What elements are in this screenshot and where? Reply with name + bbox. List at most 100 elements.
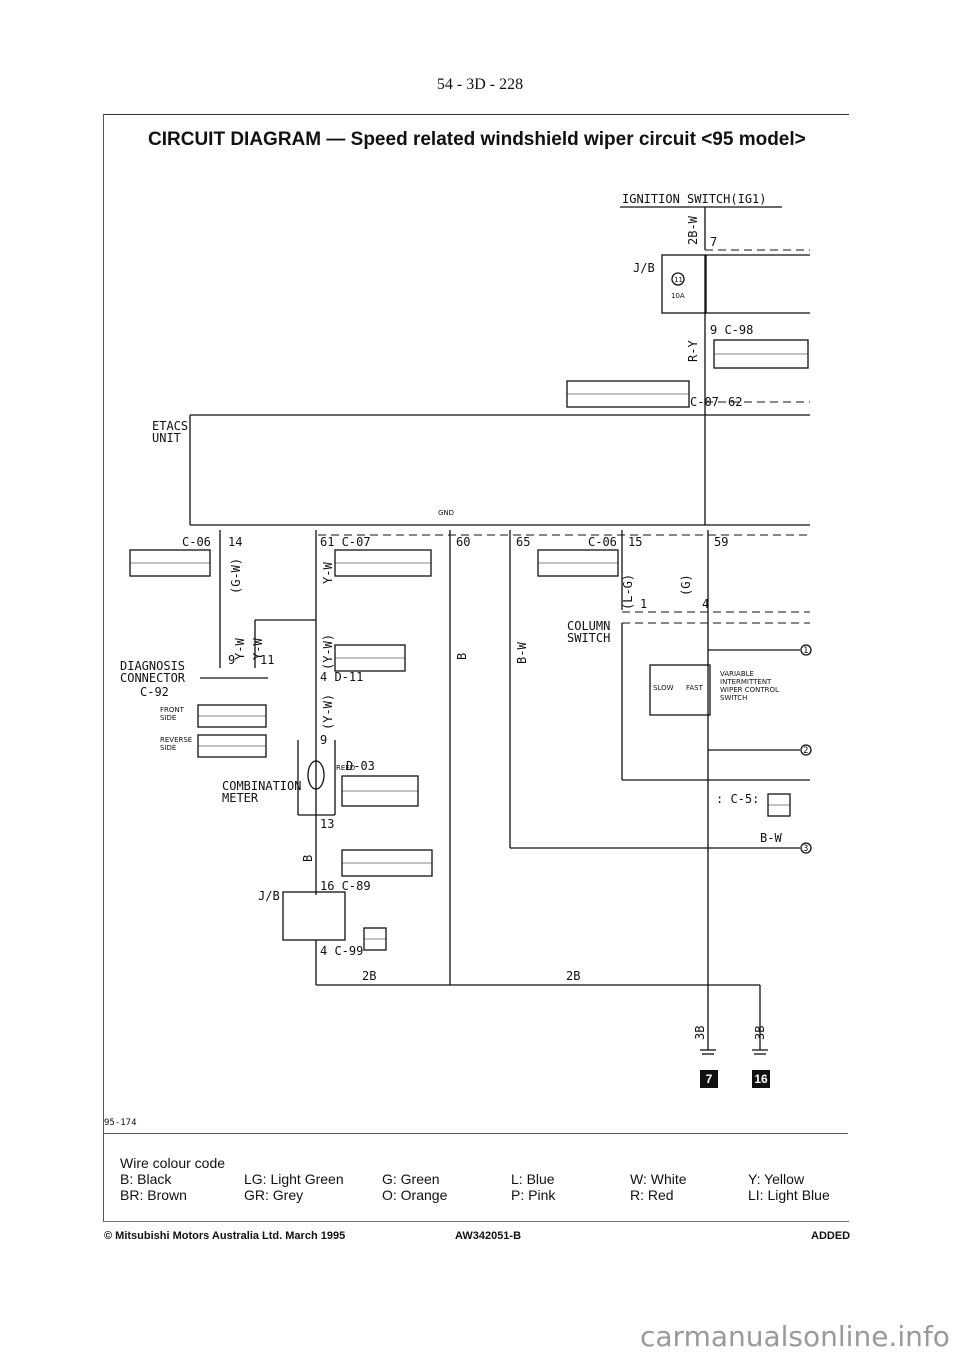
jb-top-label: J/B bbox=[633, 261, 655, 275]
connector-label-c06-left: C-06 bbox=[182, 535, 211, 549]
terminal-2 bbox=[800, 744, 812, 756]
terminal-number-3: 3 bbox=[803, 844, 808, 854]
wire-label-yw: Y-W bbox=[251, 638, 265, 660]
wire-label-2b-a: 2B bbox=[362, 969, 376, 983]
pin-11-diag: 11 bbox=[260, 653, 274, 667]
connector-label-c98: 9 C-98 bbox=[710, 323, 753, 337]
watermark: carmanualsonline.info bbox=[640, 1320, 950, 1353]
column-switch-line2: SWITCH bbox=[567, 631, 610, 645]
pin-9-diag: 9 bbox=[228, 653, 235, 667]
legend-item: LG: Light Green bbox=[244, 1171, 344, 1187]
combination-meter-line1: COMBINATION bbox=[222, 779, 301, 793]
wire-network bbox=[189, 206, 810, 1055]
wire-label-yw-p: (Y-W) bbox=[321, 634, 335, 670]
connector-c99 bbox=[363, 927, 387, 951]
etacs-label-line2: UNIT bbox=[152, 431, 181, 445]
connector-label-c99: 4 C-99 bbox=[320, 944, 363, 958]
page-title: CIRCUIT DIAGRAM — Speed related windshie… bbox=[148, 129, 806, 150]
legend-item: GR: Grey bbox=[244, 1187, 304, 1203]
legend-item: G: Green bbox=[382, 1171, 440, 1187]
diagram-frame bbox=[103, 114, 849, 1222]
wire-label-3b-a: 3B bbox=[693, 1026, 707, 1040]
connector-c92-reverse bbox=[197, 734, 267, 758]
connector-c5 bbox=[767, 793, 791, 817]
pin-65: 65 bbox=[516, 535, 530, 549]
pin-13-meter: 13 bbox=[320, 817, 334, 831]
connector-d03 bbox=[341, 775, 419, 807]
terminal-1 bbox=[800, 644, 812, 656]
footer-copyright: © Mitsubishi Motors Australia Ltd. March… bbox=[104, 1230, 346, 1242]
legend-item: Y: Yellow bbox=[748, 1171, 805, 1187]
terminal-number-2: 2 bbox=[803, 746, 808, 756]
front-side-line1: FRONT bbox=[160, 706, 185, 714]
fuse-number: 11 bbox=[674, 276, 683, 284]
fuse-circle bbox=[671, 272, 685, 286]
front-side-line2: SIDE bbox=[160, 714, 176, 722]
legend-item: LI: Light Blue bbox=[748, 1187, 830, 1203]
diagnosis-label-line1: DIAGNOSIS bbox=[120, 659, 185, 673]
reed-label: REED bbox=[336, 764, 355, 772]
wiper-control-line3: WIPER CONTROL bbox=[720, 686, 779, 694]
legend-item: P: Pink bbox=[511, 1187, 556, 1203]
reverse-side-line2: SIDE bbox=[160, 744, 176, 752]
connector-label-c07-top: C-07 bbox=[690, 395, 719, 409]
connector-label-c06-right: C-06 bbox=[588, 535, 617, 549]
ground-badge-7: 7 bbox=[700, 1070, 718, 1088]
slow-label: SLOW bbox=[653, 684, 674, 692]
wire-label-b-mid: B bbox=[455, 653, 469, 660]
connector-c07-mid bbox=[334, 549, 432, 577]
connector-c06-left bbox=[129, 549, 211, 577]
terminal-3 bbox=[800, 842, 812, 854]
figure-id: 95-174 bbox=[104, 1118, 137, 1128]
pin-4-switch: 4 bbox=[702, 597, 709, 611]
legend-item: R: Red bbox=[630, 1187, 674, 1203]
diagnosis-label-line2: CONNECTOR bbox=[120, 671, 186, 685]
wire-label-yw2: Y-W bbox=[321, 562, 335, 584]
jb-bottom-label: J/B bbox=[258, 889, 280, 903]
wire-label-bw: B-W bbox=[515, 642, 529, 664]
terminal-number-1: 1 bbox=[803, 646, 808, 656]
connector-label-c89: 16 C-89 bbox=[320, 879, 371, 893]
connector-c89 bbox=[341, 849, 433, 877]
wiper-control-line1: VARIABLE bbox=[720, 670, 754, 678]
connector-c92-front bbox=[197, 704, 267, 728]
page-number: 54 - 3D - 228 bbox=[436, 76, 524, 93]
ignition-switch-label: IGNITION SWITCH(IG1) bbox=[622, 192, 767, 206]
pin-9-meter: 9 bbox=[320, 733, 327, 747]
wire-label-bw-right: B-W bbox=[760, 831, 782, 845]
legend-separator bbox=[104, 1133, 848, 1134]
wire-label-b-left: B bbox=[301, 855, 315, 862]
legend-item: W: White bbox=[630, 1171, 687, 1187]
reed-switch-symbol bbox=[307, 760, 325, 790]
etacs-label-line1: ETACS bbox=[152, 419, 188, 433]
wire-label-yw-p2: (Y-W) bbox=[321, 694, 335, 730]
wire-label-lg: (L-G) bbox=[621, 574, 635, 610]
fast-label: FAST bbox=[686, 684, 704, 692]
wire-label-ry: R-Y bbox=[686, 340, 700, 362]
pin-60: 60 bbox=[456, 535, 470, 549]
wiper-control-line2: INTERMITTENT bbox=[720, 678, 772, 686]
legend-item: O: Orange bbox=[382, 1187, 448, 1203]
connector-label-c07-mid: 61 C-07 bbox=[320, 535, 371, 549]
footer-code: AW342051-B bbox=[455, 1230, 522, 1242]
reverse-side-line1: REVERSE bbox=[160, 736, 192, 744]
wiper-control-line4: SWITCH bbox=[720, 694, 747, 702]
pin-15: 15 bbox=[628, 535, 642, 549]
ground-badge-16: 16 bbox=[752, 1070, 770, 1088]
pin-label-62: 62 bbox=[728, 395, 742, 409]
legend-item: L: Blue bbox=[511, 1171, 555, 1187]
wire-label-2b-b: 2B bbox=[566, 969, 580, 983]
connector-label-c5: : C-5: bbox=[716, 792, 759, 806]
legend-item: B: Black bbox=[120, 1171, 172, 1187]
connector-c07-top bbox=[566, 380, 690, 408]
legend-item: BR: Brown bbox=[120, 1187, 187, 1203]
wire-label-2bw: 2B-W bbox=[686, 215, 700, 245]
wire-label-3b-b: 3B bbox=[753, 1026, 767, 1040]
connector-d11 bbox=[334, 644, 406, 672]
connector-c98 bbox=[713, 339, 809, 369]
fuse-rating: 10A bbox=[671, 292, 685, 300]
wire-label-g: (G) bbox=[679, 574, 693, 596]
pin-7: 7 bbox=[710, 235, 717, 249]
connector-label-d03: D-03 bbox=[346, 759, 375, 773]
